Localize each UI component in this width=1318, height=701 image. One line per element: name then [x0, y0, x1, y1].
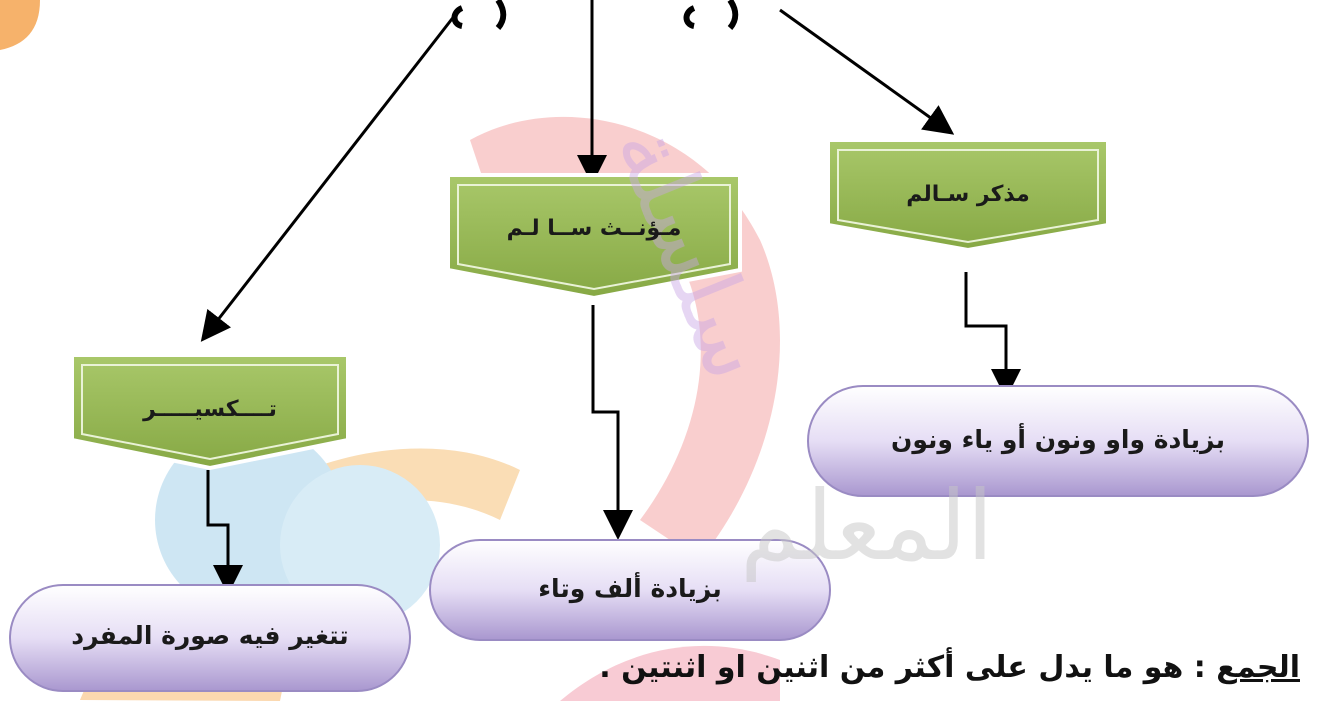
top-arrows	[200, 0, 955, 342]
arrow-to-masculine	[779, 8, 955, 135]
banner-label-broken: تــــكسيـــــر	[143, 397, 277, 422]
pill-label-masculine: بزيادة واو ونون أو ياء ونون	[890, 425, 1225, 454]
elbow-connectors	[206, 272, 1021, 595]
connector-feminine	[591, 305, 633, 540]
banner-label-feminine: مـؤنــث ســا لـم	[506, 216, 682, 241]
top-bracket-marks	[451, 0, 739, 30]
watermark-text-2: المعلم	[740, 470, 994, 582]
connector-broken	[206, 470, 243, 595]
connector-masculine	[964, 272, 1021, 399]
arrow-to-broken	[200, 14, 457, 342]
pill-broken	[9, 584, 411, 692]
pill-masculine	[807, 385, 1309, 497]
definition-term: الجمع	[1216, 650, 1300, 685]
pill-label-feminine: بزيادة ألف وتاء	[538, 574, 722, 603]
banner-feminine	[446, 173, 742, 301]
definition-text: هو ما يدل على أكثر من اثنين او اثنتين .	[599, 650, 1184, 685]
banner-broken	[70, 353, 350, 471]
banner-masculine	[826, 138, 1110, 253]
pill-feminine	[429, 539, 831, 641]
pill-label-broken: تتغير فيه صورة المفرد	[71, 621, 349, 650]
corner-decoration	[0, 0, 40, 50]
banner-label-masculine: مذكر سـالم	[906, 182, 1030, 207]
definition-line: الجمع : هو ما يدل على أكثر من اثنين او ا…	[599, 650, 1300, 685]
definition-separator: :	[1183, 650, 1217, 685]
